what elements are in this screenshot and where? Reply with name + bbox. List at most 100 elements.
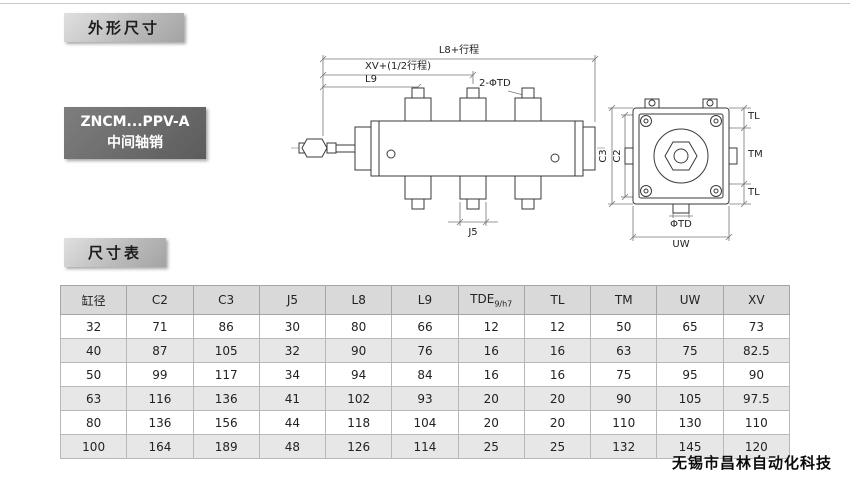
table-cell: 189: [192, 434, 260, 459]
table-cell: 110: [590, 410, 658, 435]
table-cell: 110: [722, 410, 791, 435]
table-cell: 145: [656, 434, 724, 459]
table-cell: 84: [391, 362, 459, 387]
section-title-outline-dimensions: 外形尺寸: [64, 13, 185, 42]
table-cell: 104: [391, 410, 459, 435]
dim-label-uw: UW: [672, 239, 690, 250]
dim-label-tm: TM: [748, 149, 763, 160]
table-cell: 156: [192, 410, 260, 435]
table-cell: 25: [523, 434, 592, 459]
table-cell: 120: [722, 434, 791, 459]
dim-label-tl-bottom: TL: [748, 187, 760, 198]
table-cell: 25: [457, 434, 525, 459]
table-cell: 90: [590, 386, 658, 411]
table-cell: 34: [258, 362, 327, 387]
table-cell: 94: [325, 362, 393, 387]
table-cell: 76: [391, 338, 459, 363]
table-cell: 66: [391, 314, 459, 339]
table-cell: 90: [722, 362, 791, 387]
dim-label-phi-td: ΦTD: [670, 219, 692, 230]
table-cell: 117: [192, 362, 260, 387]
dim-label-2-td: 2-ΦTD: [479, 78, 511, 89]
model-designation-box: ZNCM...PPV-A 中间轴销: [64, 107, 206, 159]
column-header: J5: [258, 285, 327, 315]
column-header: UW: [656, 285, 724, 315]
cylinder-drawing: [291, 55, 751, 241]
table-cell: 20: [523, 410, 592, 435]
dimension-lines: [319, 55, 751, 241]
table-cell: 136: [192, 386, 260, 411]
technical-drawing: L8+行程 XV+(1/2行程) L9 2-ΦTD J5 C3 C2 TL TM…: [283, 36, 763, 261]
table-cell: 118: [325, 410, 393, 435]
table-cell: 63: [59, 386, 128, 411]
table-cell: 114: [391, 434, 459, 459]
table-cell: 87: [126, 338, 194, 363]
table-cell: 30: [258, 314, 327, 339]
model-code: ZNCM...PPV-A: [80, 114, 190, 130]
table-cell: 80: [325, 314, 393, 339]
table-cell: 80: [59, 410, 128, 435]
dim-label-tl-top: TL: [748, 111, 760, 122]
column-header: TDE9/h7: [457, 285, 525, 315]
table-cell: 82.5: [722, 338, 791, 363]
table-cell: 95: [656, 362, 724, 387]
table-cell: 50: [590, 314, 658, 339]
dim-label-l9: L9: [365, 74, 377, 85]
table-cell: 12: [523, 314, 592, 339]
section-title-dimension-table: 尺寸表: [64, 238, 167, 267]
front-view: [298, 87, 596, 210]
dim-label-c2: C2: [612, 149, 623, 163]
table-cell: 86: [192, 314, 260, 339]
table-cell: 40: [59, 338, 128, 363]
table-cell: 20: [457, 386, 525, 411]
table-cell: 97.5: [722, 386, 791, 411]
table-cell: 75: [656, 338, 724, 363]
table-cell: 41: [258, 386, 327, 411]
table-cell: 136: [126, 410, 194, 435]
section-title-text: 尺寸表: [88, 244, 143, 262]
table-cell: 20: [457, 410, 525, 435]
column-header: 缸径: [59, 285, 128, 315]
table-cell: 164: [126, 434, 194, 459]
table-cell: 32: [59, 314, 128, 339]
table-cell: 126: [325, 434, 393, 459]
table-cell: 93: [391, 386, 459, 411]
table-cell: 32: [258, 338, 327, 363]
column-header: TL: [523, 285, 592, 315]
dim-label-xv: XV+(1/2行程): [365, 61, 431, 72]
table-cell: 100: [59, 434, 128, 459]
table-cell: 73: [722, 314, 791, 339]
table-cell: 130: [656, 410, 724, 435]
table-cell: 105: [192, 338, 260, 363]
table-cell: 12: [457, 314, 525, 339]
table-cell: 65: [656, 314, 724, 339]
column-header: XV: [722, 285, 791, 315]
table-cell: 116: [126, 386, 194, 411]
table-cell: 44: [258, 410, 327, 435]
table-cell: 71: [126, 314, 194, 339]
table-cell: 48: [258, 434, 327, 459]
table-cell: 90: [325, 338, 393, 363]
table-cell: 105: [656, 386, 724, 411]
dim-label-l8: L8+行程: [438, 45, 480, 56]
table-cell: 50: [59, 362, 128, 387]
column-header: C3: [192, 285, 260, 315]
table-cell: 132: [590, 434, 658, 459]
table-cell: 20: [523, 386, 592, 411]
table-cell: 63: [590, 338, 658, 363]
dim-label-j5: J5: [468, 227, 478, 238]
column-header: L8: [325, 285, 393, 315]
table-cell: 16: [457, 338, 525, 363]
column-header: TM: [590, 285, 658, 315]
table-cell: 16: [457, 362, 525, 387]
